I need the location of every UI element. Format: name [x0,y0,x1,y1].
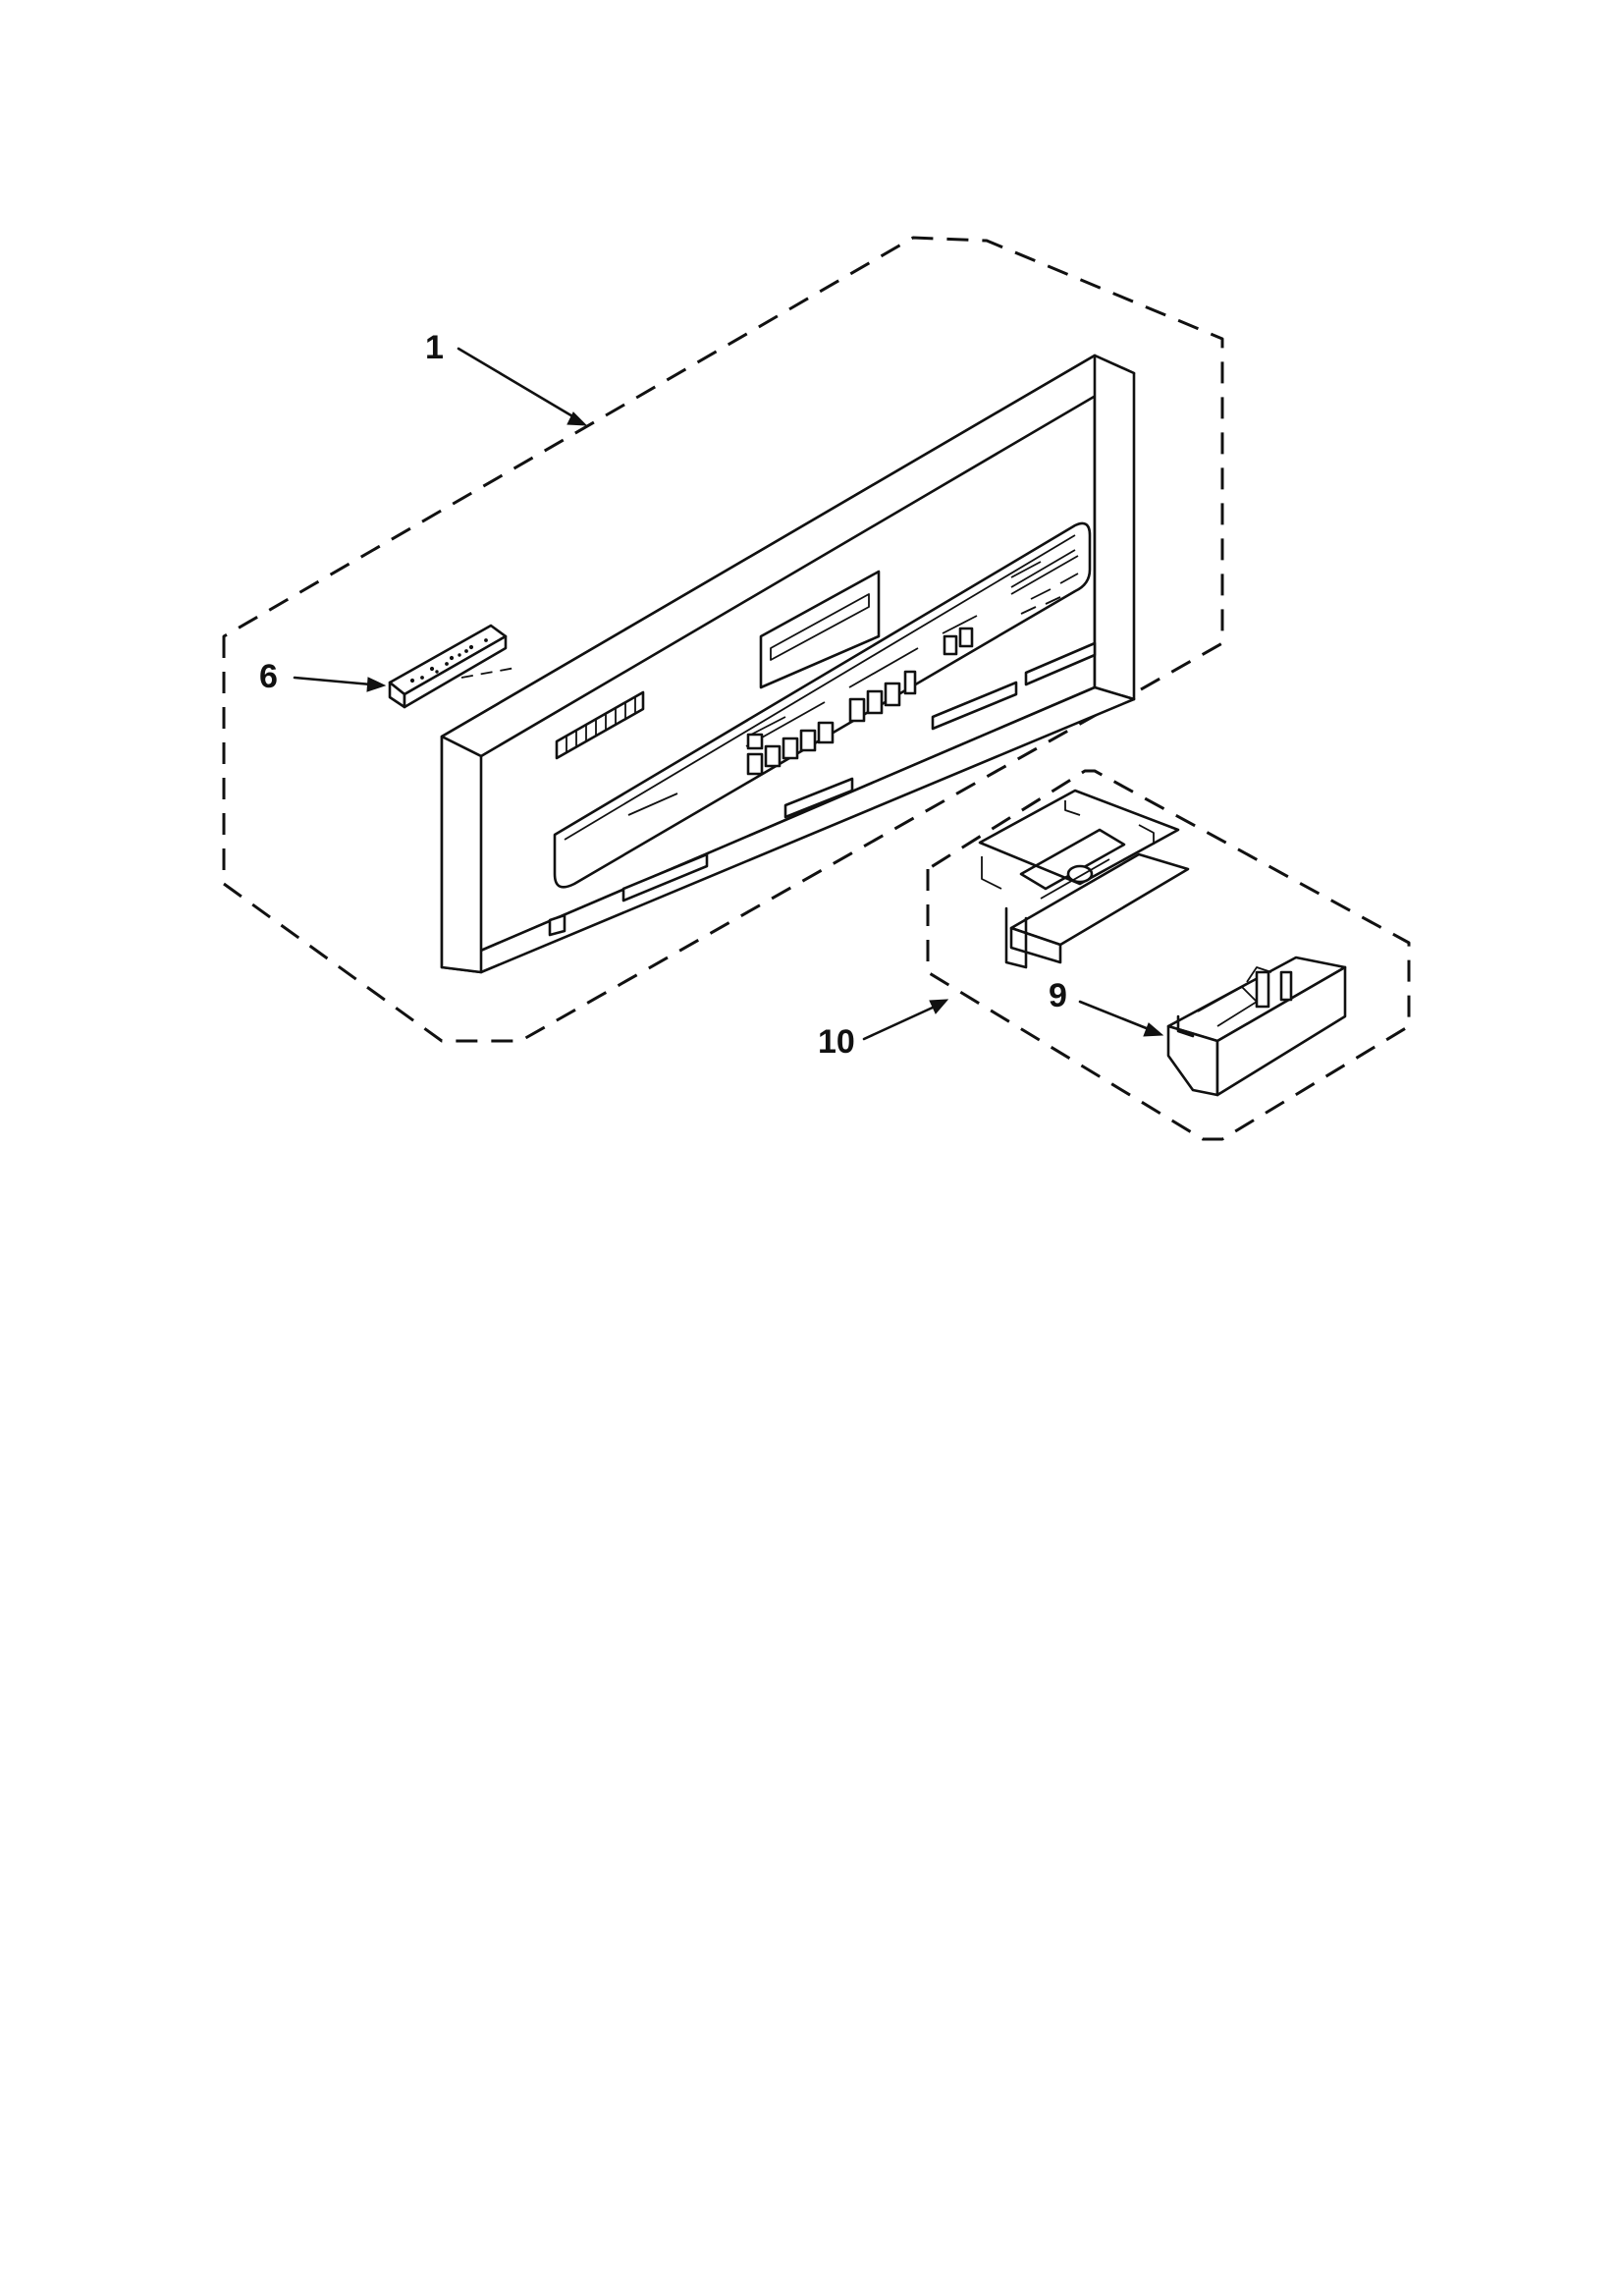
callout-6: 6 [259,658,278,695]
lens-strip-part-6 [388,624,516,709]
panel-bottom-tabs [548,641,1097,937]
bracket-upper [978,789,1190,969]
assembly-10-boundary [926,769,1411,1141]
panel-label-marks [1010,549,1079,615]
assembly-1-boundary [222,236,1224,1043]
button-cluster-3 [942,615,978,656]
callout-10: 10 [818,1023,855,1061]
callout-9: 9 [1049,977,1067,1014]
button-cluster-1 [745,701,835,776]
control-panel [440,354,1136,974]
bracket-lower-part-9 [1166,956,1347,1097]
callout-1: 1 [425,329,444,366]
button-cluster-2 [848,647,919,723]
callout-leaders [293,347,1164,1041]
